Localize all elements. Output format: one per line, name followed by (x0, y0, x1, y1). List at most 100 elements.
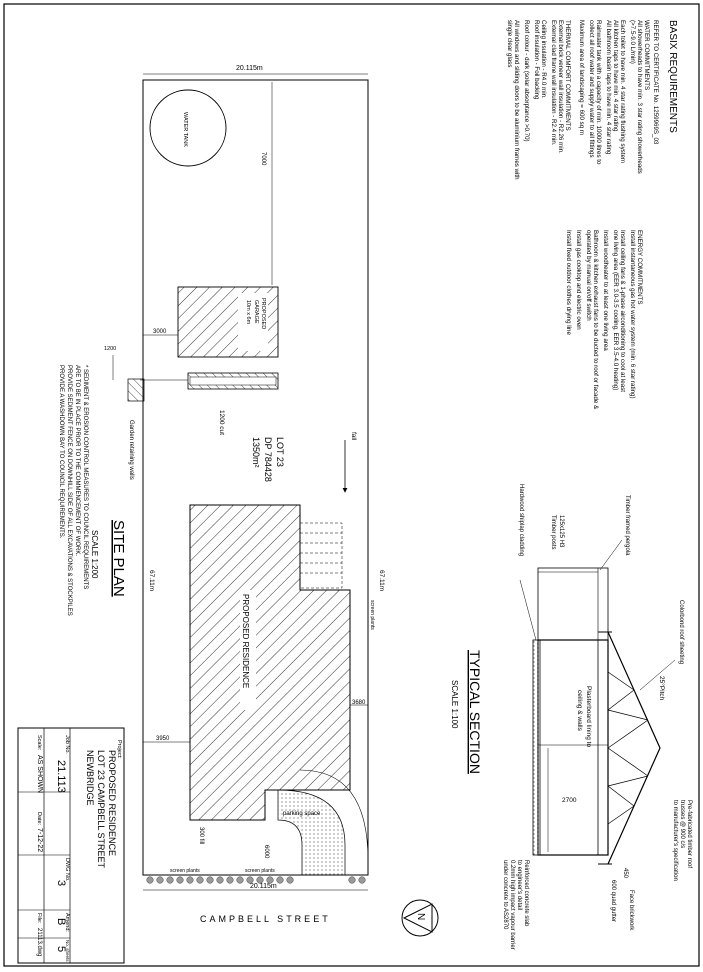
energy-line: Bathroom & kitchen exhaust fans to be du… (592, 230, 599, 410)
dim-6000: 6000 (263, 845, 269, 859)
energy-line: one living area (EER 3.0-3.5 cooling, EE… (612, 230, 619, 390)
screen-plants-label: screen plants (170, 868, 200, 874)
retaining-detail (127, 378, 145, 402)
energy-heading: ENERGY COMMITMENTS (636, 230, 643, 304)
garden-retaining-label: Garden retaining walls (128, 420, 134, 480)
thermal-line: Ceiling insulation - R4.0 min. (540, 20, 547, 99)
job-number: 21.113 (55, 760, 67, 793)
screen-plants-row (146, 876, 366, 884)
water-line: Each toilet to have min. 4 star rating f… (619, 20, 626, 163)
residence-label-bg (240, 590, 256, 710)
thermal-heading: THERMAL COMFORT COMMITMENTS (564, 20, 571, 131)
dim-fill: 300 fill (198, 827, 204, 844)
thermal-line: All windows and sliding doors to be alum… (513, 20, 520, 180)
thermal-line: Roof insulation - Foil backing (533, 20, 540, 100)
project-line: LOT 23 CAMPBELL STREET (96, 750, 106, 869)
pergola-label: Timber framed pergola (624, 495, 630, 556)
lot-dp: DP 784428 (263, 437, 273, 482)
screen-plants-label: screen plants (369, 600, 375, 630)
water-tank-label: WATER TANK (182, 112, 188, 147)
scale-value: AS SHOWN (36, 755, 43, 793)
water-line: All kitchen taps to have min. 4 star rat… (612, 20, 619, 132)
date-label: Date: (36, 812, 42, 826)
dim-left-length: 67.11m (148, 570, 155, 591)
dim-3950: 3950 (156, 736, 170, 742)
thermal-line: External clad frame wall insulation - R2… (550, 20, 557, 146)
trusses-label: Pre-fabricated timber roof (686, 800, 692, 868)
truss-webs (607, 671, 649, 825)
span-label: 2700 (562, 797, 577, 804)
site-plan: 20.115m WATER TANK 7000 PROPOSED GARAGE … (104, 65, 439, 937)
driveway (277, 789, 346, 876)
residence-label: PROPOSED RESIDENCE (241, 594, 250, 688)
section-title: TYPICAL SECTION (467, 650, 483, 774)
lining-label: ceiling & walls (576, 690, 583, 732)
leader-line (519, 579, 537, 641)
energy-line: Install fixed outdoor clothes drying lin… (565, 230, 572, 335)
dim-bottom-width: 20.115m (250, 883, 277, 890)
file-value: 21113.dwg (36, 928, 42, 956)
water-line: collect all roof water and supply water … (588, 20, 595, 158)
garage-label: 10m x 6m (245, 300, 251, 325)
dim-cut: 1200 cut (218, 410, 225, 435)
fall-label: fall (350, 432, 357, 441)
gutter-label: 600 quad gutter (610, 880, 616, 922)
file-label: File: (36, 913, 42, 924)
dim-3680: 3680 (352, 700, 366, 706)
energy-line: Install woodheater to at least one livin… (602, 230, 609, 351)
section-outline (537, 639, 609, 856)
dim-7000: 7000 (260, 152, 266, 166)
dwg-number: 3 (55, 880, 67, 886)
job-label: Job No. (64, 735, 70, 754)
section-scale: SCALE 1:100 (450, 680, 459, 729)
basix-certificate: REFER TO CERTIFICATE No. 1259969S_03 (652, 20, 659, 145)
project-label: Project: (116, 740, 122, 759)
typical-section: TYPICAL SECTION SCALE 1:100 Timber frame… (450, 484, 692, 950)
dim-right-length: 67.11m (378, 570, 385, 591)
thermal-line: single clear glass (506, 20, 513, 67)
retaining-wall-inner (189, 376, 277, 386)
pitch-label: 25°Pitch (658, 676, 666, 701)
lot-number: LOT 23 (275, 437, 285, 467)
eave-label: 450 (622, 868, 628, 879)
water-line: All bathroom basin taps to have min. 4 s… (605, 20, 612, 155)
concrete-slab (532, 639, 541, 856)
scale-label: Scale: (36, 735, 42, 751)
lot-area: 1350m² (251, 437, 261, 468)
slab-label: 0.2mm high impact vapour barrier (509, 860, 515, 950)
lining-label: Plasterboard lining to (585, 686, 592, 747)
water-line: All showerheads to have min. 3 star rati… (636, 20, 643, 174)
cladding-label: Hardwood shiplap cladding (518, 484, 524, 556)
leader-line (599, 539, 623, 571)
pergola (537, 567, 609, 641)
thermal-line: Roof colour - dark (solar absorptance >0… (523, 20, 530, 142)
dim-1200: 1200 (104, 346, 116, 352)
project-line: PROPOSED RESIDENCE (107, 750, 117, 856)
dim-top-width: 20.115m (236, 65, 263, 72)
sheet-border (3, 3, 700, 967)
site-boundary (142, 79, 369, 876)
screen-plants-label: screen plants (245, 868, 275, 874)
amend-label: Amend: (64, 913, 70, 932)
dim-3000: 3000 (153, 329, 167, 335)
note-line: PROVIDE SEDIMENT FENCE ON DOWNHILL SIDE … (66, 365, 72, 616)
proposed-residence (189, 504, 351, 821)
water-tank (149, 89, 227, 167)
energy-line: Install gas cooktop and electric oven (575, 230, 582, 330)
water-line: Rainwater tank with a capacity of min. 1… (595, 20, 602, 165)
project-line: NEWBRIDGE (85, 750, 95, 806)
north-point (401, 899, 439, 937)
pergola-area (299, 522, 343, 589)
parking-label: parking space (283, 811, 321, 817)
sheets-label: No. sheets (65, 940, 70, 962)
siteplan-title: SITE PLAN (110, 520, 127, 597)
roof-truss (607, 631, 661, 865)
note-line: ARE TO BE IN PLACE PRIOR TO THE COMMENCE… (74, 365, 80, 556)
sheets-value: 5 (55, 946, 67, 952)
posts-label: 125x125 H3 (558, 515, 564, 548)
garage-label: PROPOSED (260, 298, 266, 329)
basix-title: BASIX REQUIREMENTS (667, 20, 678, 133)
thermal-line: External brick veneer wall insulation - … (557, 20, 564, 154)
title-block: Project: PROPOSED RESIDENCE LOT 23 CAMPB… (17, 727, 125, 964)
